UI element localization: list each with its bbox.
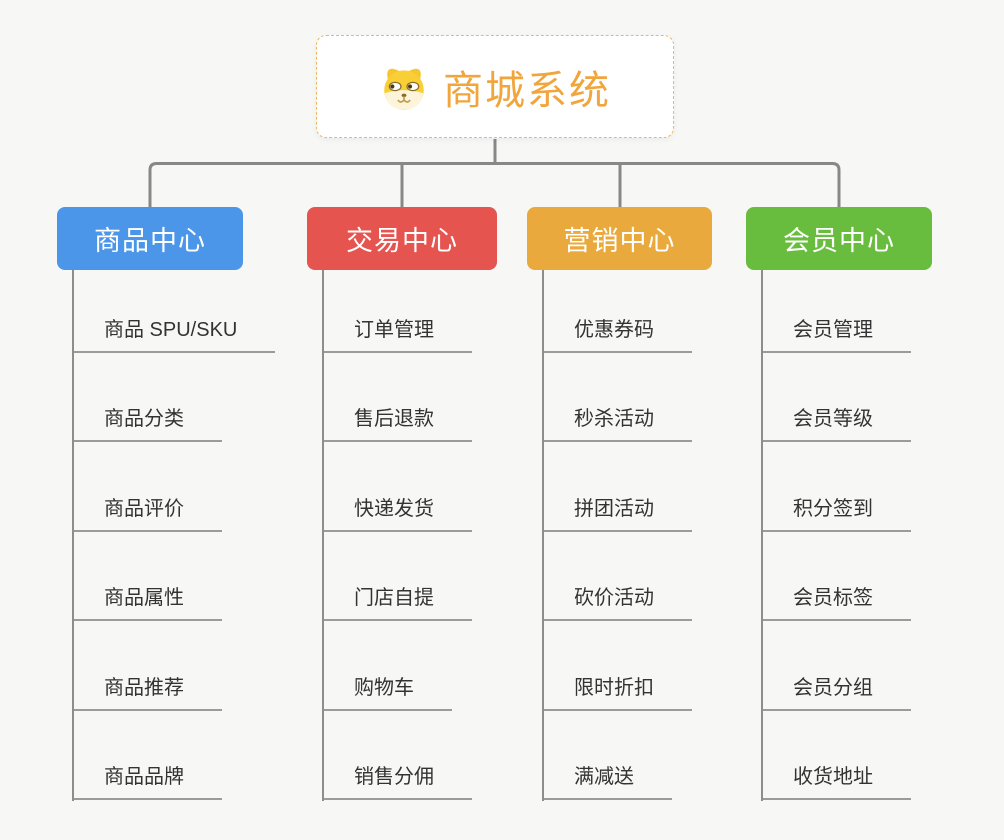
branch-children-member-center: 会员管理 会员等级 积分签到 会员标签 会员分组 收货地址 [761,270,911,801]
leaf-node[interactable]: 快递发货 [322,492,472,532]
leaf-node[interactable]: 砍价活动 [542,581,692,622]
leaf-node[interactable]: 收货地址 [761,760,911,800]
leaf-node[interactable]: 订单管理 [322,313,472,353]
branch-node-member-center[interactable]: 会员中心 [746,207,932,270]
leaf-node[interactable]: 商品评价 [72,492,222,532]
leaf-node[interactable]: 售后退款 [322,402,472,443]
root-title: 商城系统 [443,68,611,113]
leaf-node[interactable]: 会员等级 [761,402,911,443]
leaf-node[interactable]: 优惠券码 [542,313,692,353]
branch-children-trade-center: 订单管理 售后退款 快递发货 门店自提 购物车 销售分佣 [322,270,472,801]
leaf-node[interactable]: 会员分组 [761,671,911,711]
leaf-node[interactable]: 满减送 [542,760,672,800]
branch-label: 交易中心 [346,226,458,256]
branch-label: 营销中心 [563,226,676,256]
leaf-node[interactable]: 商品推荐 [72,671,222,711]
branch-children-marketing-center: 优惠券码 秒杀活动 拼团活动 砍价活动 限时折扣 满减送 [542,270,692,801]
leaf-node[interactable]: 商品属性 [72,581,222,622]
leaf-node[interactable]: 销售分佣 [322,760,472,800]
leaf-node[interactable]: 积分签到 [761,492,911,532]
branch-node-trade-center[interactable]: 交易中心 [307,207,497,270]
branch-node-marketing-center[interactable]: 营销中心 [527,207,712,270]
root-node[interactable]: 商城系统 [316,35,674,138]
leaf-node[interactable]: 商品品牌 [72,760,222,800]
connector-path [148,139,841,207]
leaf-node[interactable]: 门店自提 [322,581,472,622]
leaf-node[interactable]: 商品 SPU/SKU [72,313,276,353]
branch-label: 会员中心 [783,226,895,256]
branch-node-product-center[interactable]: 商品中心 [57,207,243,270]
leaf-node[interactable]: 会员管理 [761,313,911,353]
branch-children-product-center: 商品 SPU/SKU 商品分类 商品评价 商品属性 商品推荐 商品品牌 [72,270,276,801]
leaf-node[interactable]: 拼团活动 [542,492,692,532]
dog-icon [384,68,424,110]
leaf-node[interactable]: 购物车 [322,671,452,711]
leaf-node[interactable]: 限时折扣 [542,671,692,711]
leaf-node[interactable]: 秒杀活动 [542,402,692,443]
branch-label: 商品中心 [94,226,206,256]
leaf-node[interactable]: 商品分类 [72,402,222,443]
leaf-node[interactable]: 会员标签 [761,581,911,622]
